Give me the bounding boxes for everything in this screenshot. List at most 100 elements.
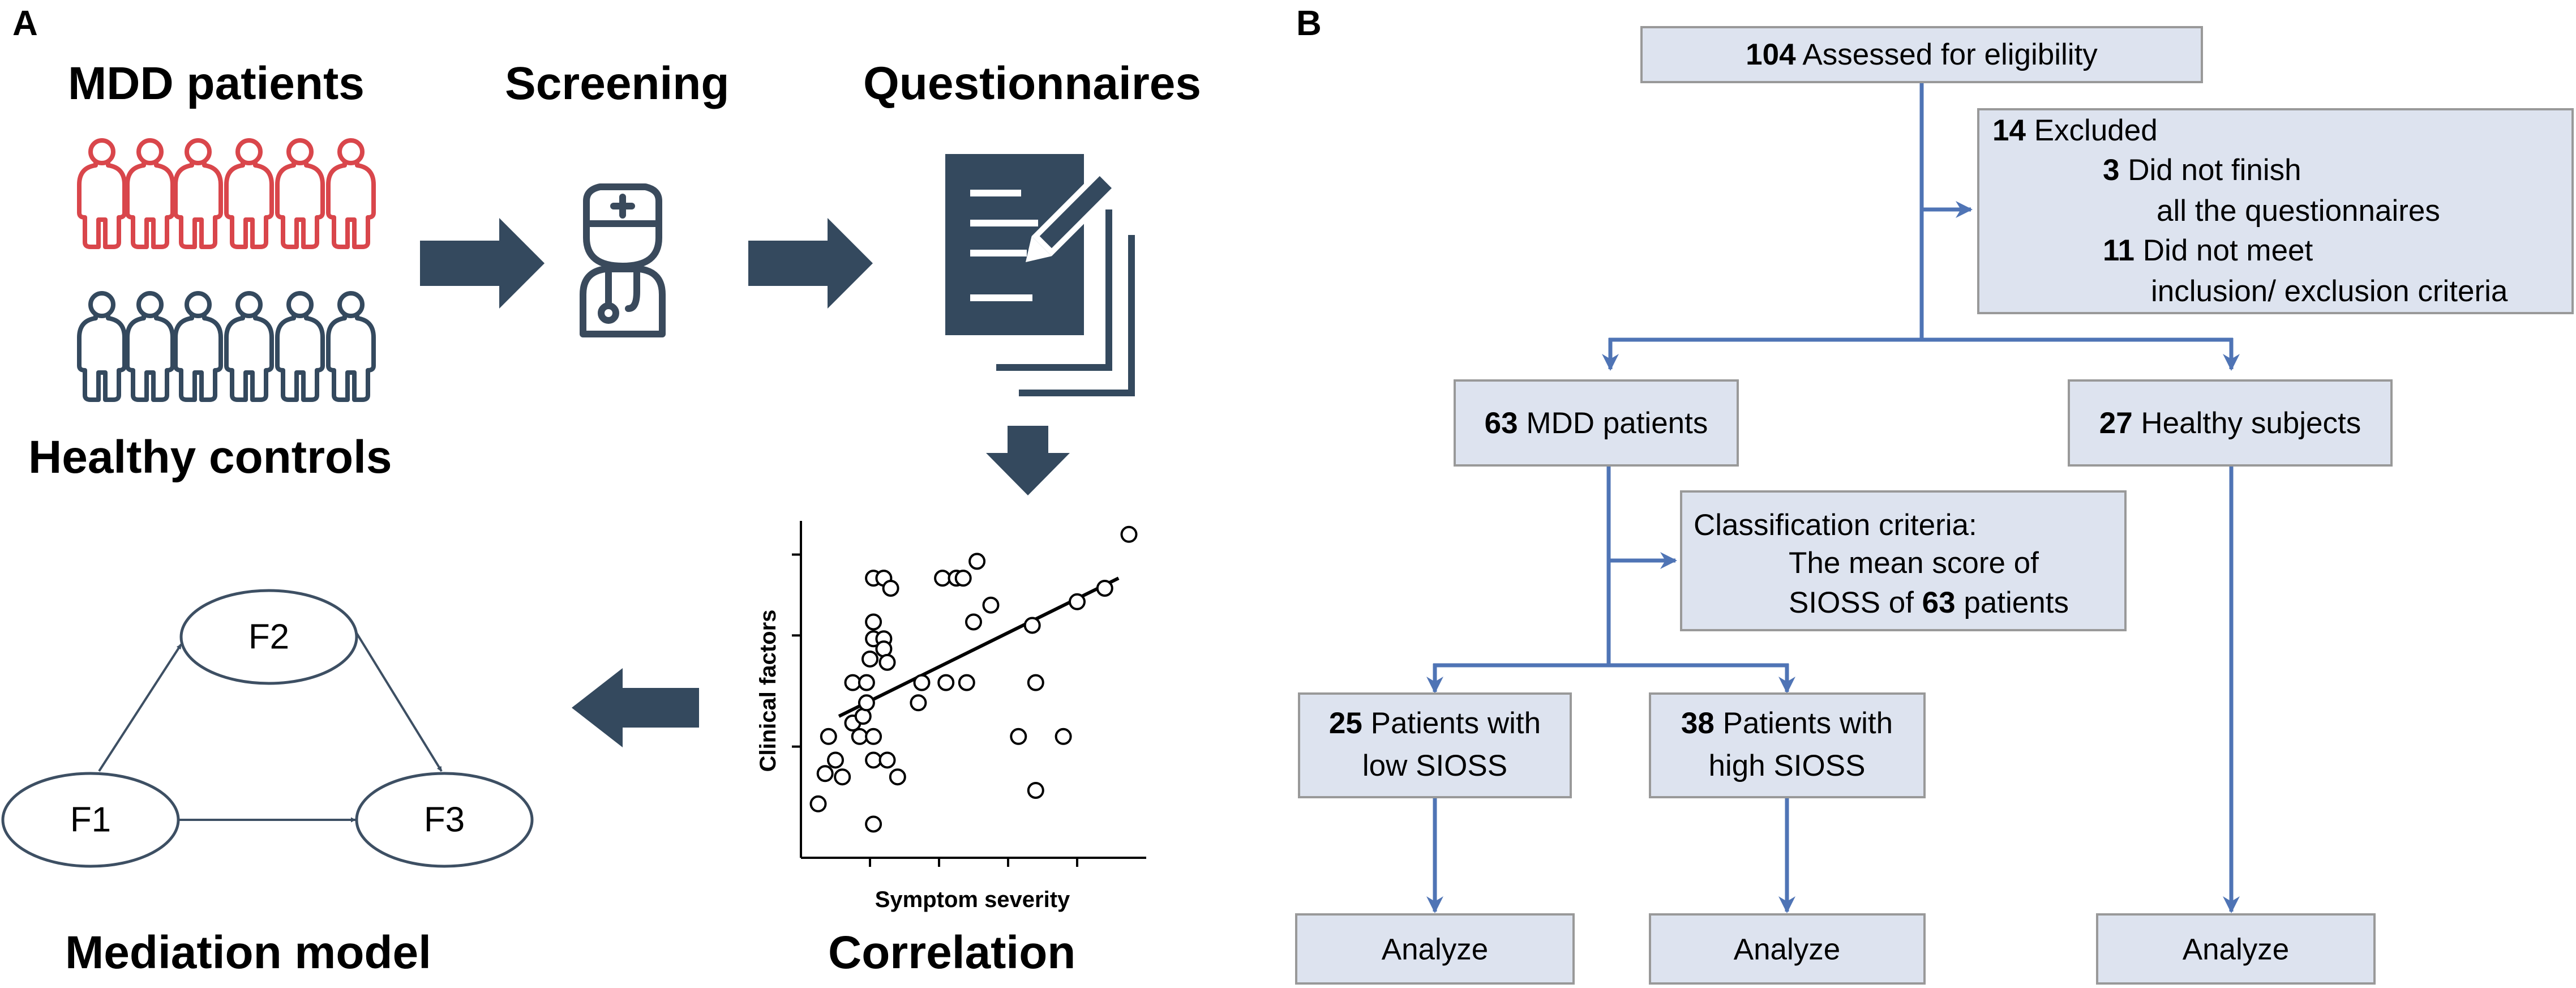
excluded-reason-2: 11 Did not meet: [2103, 234, 2313, 267]
mediation-diagram: F1 F2 F3: [1, 589, 534, 868]
mdd-patients-title: MDD patients: [68, 58, 365, 109]
mdd-patients-box: [1454, 379, 1739, 467]
correlation-title: Correlation: [828, 927, 1075, 978]
right-arrow-icon: [748, 218, 873, 309]
scatter-point: [878, 653, 896, 671]
scatter-point: [965, 613, 982, 631]
mdd-patients-text: 63 MDD patients: [1485, 407, 1708, 440]
assessed-box: [1640, 26, 2203, 83]
person-icon: [277, 140, 323, 247]
person-icon: [79, 140, 125, 247]
low-sioss-line-2: low SIOSS: [1362, 749, 1507, 782]
scatter-point: [820, 728, 837, 745]
low-sioss-box: [1298, 692, 1572, 798]
mediation-model-title: Mediation model: [65, 927, 431, 978]
scatter-point: [854, 708, 872, 725]
person-icon: [175, 140, 221, 247]
scatter-point: [834, 768, 851, 786]
scatter-points: [809, 525, 1138, 833]
right-arrow-icon: [420, 218, 545, 309]
scatter-point: [934, 570, 951, 587]
node-f3: [355, 772, 534, 868]
analyze-box-healthy: [2096, 913, 2376, 985]
healthy-subjects-text: 27 Healthy subjects: [2099, 407, 2361, 440]
analyze-box-low: [1295, 913, 1575, 985]
analyze-label-healthy: Analyze: [2183, 933, 2290, 966]
analyze-label-high: Analyze: [1734, 933, 1841, 966]
person-icon: [226, 140, 272, 247]
scatter-point: [1120, 525, 1138, 543]
scatter-point: [844, 674, 861, 691]
healthy-control-icons: [79, 293, 374, 400]
scatter-point: [875, 640, 893, 658]
person-icon: [328, 140, 374, 247]
classification-line-1: Classification criteria:: [1694, 508, 1977, 542]
scatter-point: [958, 674, 975, 691]
scatter-point: [809, 795, 827, 812]
scatter-point: [1055, 728, 1072, 745]
screening-title: Screening: [505, 58, 729, 109]
classification-line-3: SIOSS of 63 patients: [1789, 586, 2069, 619]
scatter-point: [861, 650, 878, 668]
excluded-box: [1977, 108, 2574, 314]
high-sioss-line-1: 38 Patients with: [1681, 707, 1893, 740]
high-sioss-box: [1649, 692, 1926, 798]
person-icon: [328, 293, 374, 400]
x-axis-label: Symptom severity: [875, 887, 1070, 912]
scatter-point: [858, 674, 875, 691]
scatter-point: [858, 694, 875, 712]
high-sioss-line-2: high SIOSS: [1709, 749, 1866, 782]
node-f1-label: F1: [70, 801, 111, 840]
analyze-label-low: Analyze: [1382, 933, 1489, 966]
flow-boxes: [1295, 26, 2574, 985]
questionnaire-icon: [945, 154, 1135, 396]
scatter-point: [827, 751, 844, 769]
scatter-point: [910, 694, 927, 712]
edge-f2-f3: [353, 627, 443, 772]
y-axis-ticks: [792, 553, 801, 748]
edge-f1-f2: [98, 643, 182, 772]
scatter-point: [878, 751, 896, 769]
mdd-patient-icons: [79, 140, 374, 247]
classification-line-2: The mean score of: [1789, 546, 2039, 580]
scatter-point: [1069, 593, 1086, 610]
healthy-subjects-box: [2068, 379, 2393, 467]
person-icon: [127, 293, 173, 400]
scatter-point: [882, 580, 899, 597]
analyze-box-high: [1649, 913, 1926, 985]
scatter-point: [1096, 580, 1113, 597]
scatter-point: [865, 613, 882, 631]
person-icon: [79, 293, 125, 400]
healthy-controls-title: Healthy controls: [28, 431, 392, 483]
scatter-point: [968, 553, 986, 570]
y-axis-label: Clinical factors: [756, 610, 781, 772]
assessed-text: 104 Assessed for eligibility: [1746, 38, 2098, 71]
scatter-point: [816, 765, 834, 782]
panel-b-label: B: [1296, 4, 1322, 43]
person-icon: [175, 293, 221, 400]
node-f1: [1, 772, 180, 868]
left-arrow-icon: [572, 668, 699, 747]
scatter-point: [1023, 617, 1041, 634]
person-icon: [127, 140, 173, 247]
person-icon: [226, 293, 272, 400]
scatter-point: [1027, 782, 1044, 799]
panel-a-label: A: [12, 4, 38, 43]
node-f3-label: F3: [424, 801, 465, 840]
excluded-text: 14 Excluded: [1992, 114, 2158, 147]
down-arrow-icon: [986, 426, 1070, 495]
scatter-point: [865, 815, 882, 833]
correlation-chart: Symptom severity Clinical factors: [756, 521, 1146, 912]
excluded-reason-2-cont: inclusion/ exclusion criteria: [2151, 275, 2508, 308]
doctor-icon: [580, 183, 666, 337]
low-sioss-line-1: 25 Patients with: [1329, 707, 1541, 740]
excluded-reason-1: 3 Did not finish: [2103, 153, 2301, 187]
flow-connectors: [1426, 82, 2240, 913]
person-icon: [277, 293, 323, 400]
node-f2-label: F2: [248, 618, 289, 657]
scatter-point: [1010, 728, 1027, 745]
scatter-point: [954, 570, 972, 587]
questionnaires-title: Questionnaires: [863, 58, 1201, 109]
scatter-point: [937, 674, 955, 691]
